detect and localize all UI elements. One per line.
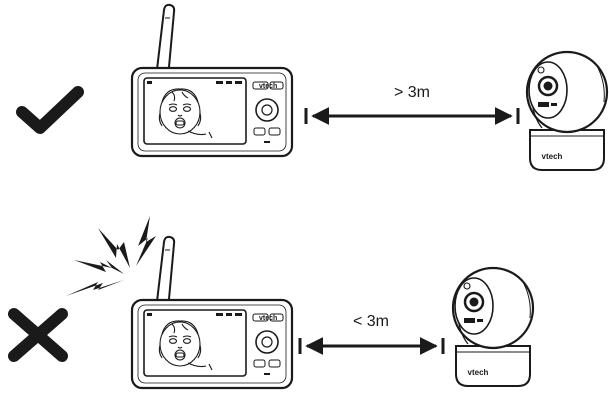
distance-arrow: < 3m	[300, 313, 443, 354]
monitor-brand: vtech	[259, 83, 277, 90]
row-incorrect: vtech < 3m vtech	[14, 216, 533, 388]
distance-arrow: > 3m	[306, 84, 518, 124]
distance-label: < 3m	[353, 313, 389, 330]
checkmark-icon	[22, 92, 78, 128]
lightning-bolt-icon	[66, 216, 156, 296]
baby-camera: vtech	[453, 268, 533, 386]
monitor-brand: vtech	[259, 315, 277, 322]
camera-brand: vtech	[468, 368, 489, 377]
camera-brand: vtech	[542, 152, 563, 161]
parent-monitor: vtech	[132, 237, 292, 388]
cross-icon	[14, 314, 62, 356]
baby-camera: vtech	[527, 52, 607, 170]
row-correct: vtech > 3m vtech	[22, 5, 607, 170]
distance-label: > 3m	[394, 84, 430, 101]
parent-monitor: vtech	[132, 5, 292, 156]
